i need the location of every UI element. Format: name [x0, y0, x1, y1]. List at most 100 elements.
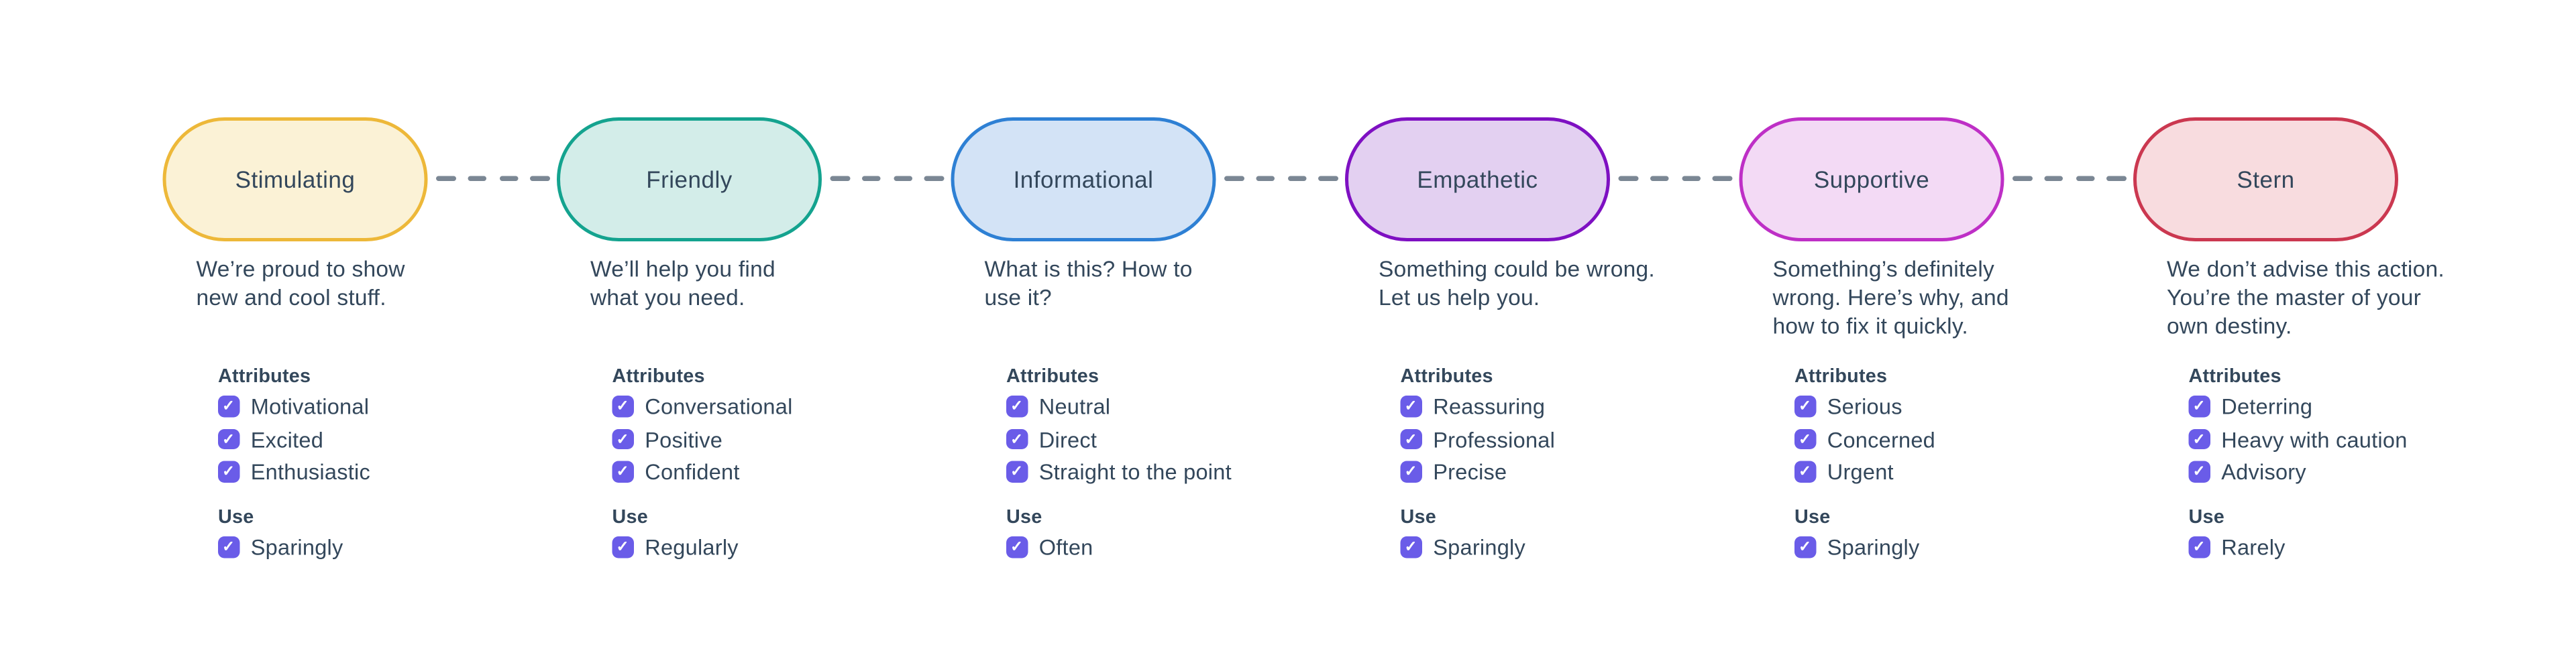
checkbox-checked-icon[interactable]: ✓ — [1006, 428, 1028, 450]
connector-dashed-line — [1224, 175, 1338, 182]
checkbox-row[interactable]: ✓ Excited — [218, 426, 370, 452]
connector-dash — [1224, 175, 1244, 182]
connector-dash — [1256, 175, 1275, 182]
tone-column: Supportive Something’s definitely wrong.… — [1739, 0, 2134, 649]
use-heading: Use — [1794, 508, 1831, 528]
checkbox-label: Deterring — [2221, 394, 2313, 420]
checkbox-checked-icon[interactable]: ✓ — [1400, 428, 1421, 450]
checkbox-checked-icon[interactable]: ✓ — [612, 461, 633, 483]
attributes-section: Attributes ✓ Conversational ✓ Positive ✓… — [612, 367, 793, 494]
checkbox-checked-icon[interactable]: ✓ — [2188, 536, 2210, 558]
checkbox-checked-icon[interactable]: ✓ — [612, 428, 633, 450]
checkbox-label: Serious — [1827, 394, 1902, 420]
tone-pill[interactable]: Supportive — [1739, 117, 2004, 241]
checkbox-checked-icon[interactable]: ✓ — [1400, 396, 1421, 417]
tone-pill[interactable]: Friendly — [557, 117, 822, 241]
tone-pill[interactable]: Stimulating — [162, 117, 428, 241]
checkbox-checked-icon[interactable]: ✓ — [1006, 536, 1028, 558]
tone-pill[interactable]: Stern — [2133, 117, 2398, 241]
checkbox-checked-icon[interactable]: ✓ — [2188, 396, 2210, 417]
tone-column: Informational What is this? How to use i… — [951, 0, 1346, 649]
use-rows: ✓ Sparingly — [218, 534, 343, 560]
checkbox-row[interactable]: ✓ Often — [1006, 535, 1093, 560]
checkbox-row[interactable]: ✓ Heavy with caution — [2188, 426, 2408, 452]
checkbox-checked-icon[interactable]: ✓ — [218, 461, 239, 483]
use-section: Use ✓ Often — [1006, 508, 1093, 569]
checkbox-checked-icon[interactable]: ✓ — [1400, 536, 1421, 558]
tone-description: Something could be wrong. Let us help yo… — [1379, 256, 1655, 310]
checkbox-row[interactable]: ✓ Enthusiastic — [218, 459, 370, 485]
checkbox-row[interactable]: ✓ Deterring — [2188, 394, 2408, 420]
checkbox-row[interactable]: ✓ Concerned — [1794, 426, 1935, 452]
checkbox-label: Positive — [645, 426, 723, 452]
checkbox-row[interactable]: ✓ Precise — [1400, 459, 1556, 485]
checkbox-row[interactable]: ✓ Straight to the point — [1006, 459, 1232, 485]
checkbox-row[interactable]: ✓ Advisory — [2188, 459, 2408, 485]
tone-columns: Stimulating We’re proud to show new and … — [162, 0, 2528, 649]
connector-dash — [2107, 175, 2127, 182]
tone-description: We’re proud to show new and cool stuff. — [196, 256, 405, 310]
checkbox-checked-icon[interactable]: ✓ — [2188, 428, 2210, 450]
checkbox-row[interactable]: ✓ Serious — [1794, 394, 1935, 420]
checkbox-row[interactable]: ✓ Sparingly — [1794, 535, 1920, 560]
checkbox-checked-icon[interactable]: ✓ — [1794, 461, 1816, 483]
checkbox-row[interactable]: ✓ Professional — [1400, 426, 1556, 452]
checkbox-label: Confident — [645, 459, 740, 485]
checkbox-checked-icon[interactable]: ✓ — [1006, 461, 1028, 483]
checkbox-row[interactable]: ✓ Rarely — [2188, 534, 2286, 560]
checkbox-checked-icon[interactable]: ✓ — [612, 536, 633, 558]
use-section: Use ✓ Regularly — [612, 508, 739, 569]
checkbox-row[interactable]: ✓ Reassuring — [1400, 394, 1556, 420]
checkbox-row[interactable]: ✓ Direct — [1006, 426, 1232, 452]
tone-pill-label: Empathetic — [1417, 166, 1538, 193]
tone-pill-label: Informational — [1013, 166, 1154, 193]
tone-column: Empathetic Something could be wrong. Let… — [1345, 0, 1739, 649]
use-heading: Use — [1006, 508, 1042, 528]
tone-pill-label: Friendly — [646, 166, 733, 193]
tone-pill[interactable]: Empathetic — [1345, 117, 1610, 241]
checkbox-checked-icon[interactable]: ✓ — [1794, 428, 1816, 450]
checkbox-row[interactable]: ✓ Conversational — [612, 394, 793, 419]
checkbox-row[interactable]: ✓ Regularly — [612, 535, 739, 560]
checkbox-label: Rarely — [2221, 534, 2286, 560]
checkbox-checked-icon[interactable]: ✓ — [1794, 396, 1816, 417]
checkbox-checked-icon[interactable]: ✓ — [1006, 396, 1028, 417]
checkbox-row[interactable]: ✓ Sparingly — [1400, 535, 1526, 560]
checkbox-checked-icon[interactable]: ✓ — [218, 536, 239, 558]
checkbox-label: Sparingly — [250, 534, 343, 560]
checkbox-row[interactable]: ✓ Sparingly — [218, 534, 343, 560]
use-rows: ✓ Sparingly — [1794, 535, 1920, 560]
attributes-heading: Attributes — [1794, 367, 1888, 388]
checkbox-label: Neutral — [1038, 394, 1111, 420]
checkbox-checked-icon[interactable]: ✓ — [1400, 461, 1421, 483]
checkbox-checked-icon[interactable]: ✓ — [2188, 461, 2210, 483]
connector-dashed-line — [436, 175, 550, 182]
tone-column: Friendly We’ll help you find what you ne… — [557, 0, 951, 649]
connector-dash — [861, 175, 881, 182]
checkbox-row[interactable]: ✓ Urgent — [1794, 459, 1935, 485]
checkbox-checked-icon[interactable]: ✓ — [218, 396, 239, 417]
checkbox-row[interactable]: ✓ Positive — [612, 426, 793, 452]
tone-description: What is this? How to use it? — [984, 256, 1193, 310]
checkbox-row[interactable]: ✓ Confident — [612, 459, 793, 485]
attributes-heading: Attributes — [2188, 367, 2282, 388]
checkbox-label: Precise — [1433, 459, 1507, 485]
checkbox-checked-icon[interactable]: ✓ — [612, 396, 633, 417]
connector-dash — [2012, 175, 2032, 182]
checkbox-checked-icon[interactable]: ✓ — [218, 428, 239, 450]
use-section: Use ✓ Sparingly — [1400, 508, 1526, 569]
attributes-section: Attributes ✓ Deterring ✓ Heavy with caut… — [2188, 367, 2408, 494]
checkbox-label: Urgent — [1827, 459, 1894, 485]
checkbox-row[interactable]: ✓ Motivational — [218, 394, 370, 419]
connector-dash — [1319, 175, 1338, 182]
checkbox-row[interactable]: ✓ Neutral — [1006, 394, 1232, 420]
use-heading: Use — [1400, 508, 1437, 528]
attributes-heading: Attributes — [218, 367, 311, 388]
use-rows: ✓ Regularly — [612, 535, 739, 560]
use-rows: ✓ Sparingly — [1400, 535, 1526, 560]
checkbox-checked-icon[interactable]: ✓ — [1794, 536, 1816, 558]
tone-pill[interactable]: Informational — [951, 117, 1216, 241]
checkbox-label: Reassuring — [1433, 394, 1546, 420]
